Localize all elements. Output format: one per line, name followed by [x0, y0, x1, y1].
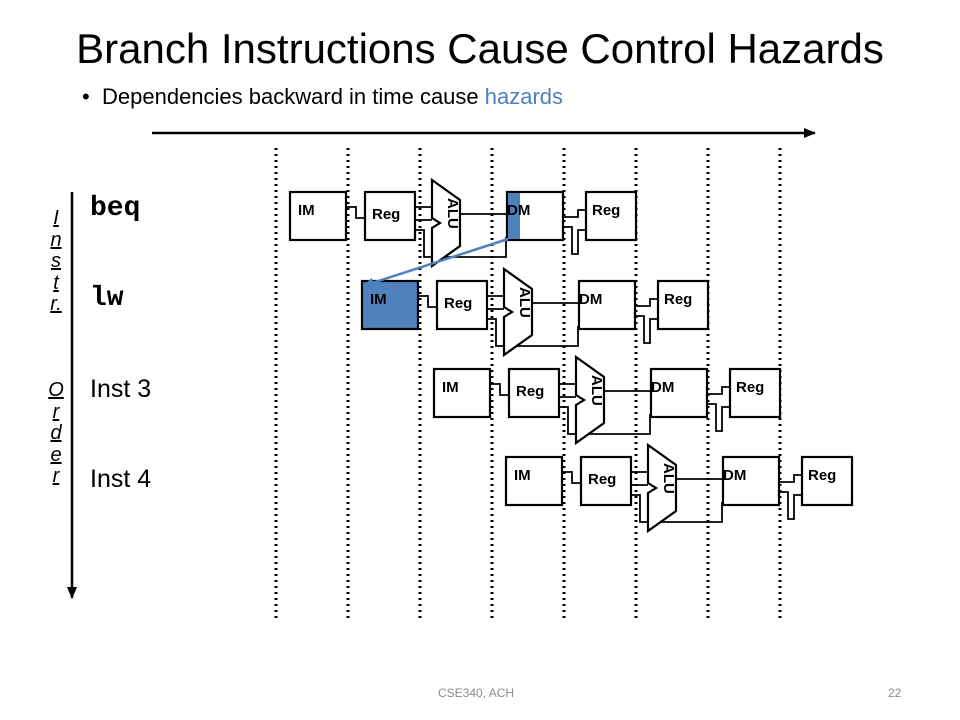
pipeline-row-1: IM Reg ALU DM Reg — [288, 177, 638, 269]
reg-write-stage — [800, 455, 854, 507]
reg-read-stage — [435, 279, 489, 331]
reg-write-stage — [656, 279, 710, 331]
bullet-point: • Dependencies backward in time cause haz… — [82, 82, 564, 112]
reg-read-label: Reg — [444, 295, 472, 312]
im-stage — [432, 367, 492, 419]
bullet-dot-icon: • — [82, 84, 90, 109]
instruction-label-2: lw — [90, 283, 124, 314]
dm-stage — [577, 279, 637, 331]
bullet-text: Dependencies backward in time cause — [102, 84, 485, 109]
dm-read-highlight — [508, 193, 520, 239]
reg-read-label: Reg — [516, 383, 544, 400]
wire-im-reg — [419, 295, 437, 308]
wire-reg-bypass — [487, 318, 579, 347]
im-label: IM — [514, 467, 531, 484]
wire-dm-reg — [707, 386, 730, 395]
reg-read-label: Reg — [372, 206, 400, 223]
reg-write-label: Reg — [808, 467, 836, 484]
im-stage — [504, 455, 564, 507]
dm-label: DM — [651, 379, 674, 396]
reg-write-label: Reg — [592, 202, 620, 219]
wire-dm-reg — [779, 474, 802, 483]
pipeline-row-2: IM Reg ALU DM Reg — [360, 266, 710, 358]
alu-stage — [574, 354, 606, 446]
wire-im-reg — [563, 471, 581, 484]
reg-write-stage — [728, 367, 782, 419]
dm-label: DM — [507, 202, 530, 219]
wire-reg-bypass — [631, 494, 723, 523]
reg-write-label: Reg — [664, 291, 692, 308]
reg-read-label: Reg — [588, 471, 616, 488]
wire-dm-bypass — [707, 403, 730, 432]
reg-read-stage — [363, 190, 417, 242]
reg-write-stage — [584, 190, 638, 242]
alu-label: ALU — [444, 198, 461, 229]
slide-title: Branch Instructions Cause Control Hazard… — [76, 25, 884, 72]
wire-reg-alu — [487, 295, 504, 310]
wire-reg-bypass — [559, 406, 651, 435]
dm-label: DM — [723, 467, 746, 484]
wire-reg-alu — [415, 206, 432, 221]
wire-reg-bypass — [415, 229, 507, 258]
alu-label: ALU — [516, 287, 533, 318]
reg-read-stage — [579, 455, 633, 507]
dm-stage — [649, 367, 709, 419]
wire-reg-alu — [559, 383, 576, 398]
alu-label: ALU — [588, 375, 605, 406]
wire-reg-alu — [631, 471, 648, 486]
wire-dm-bypass — [779, 491, 802, 520]
footer-course: CSE340, ACH — [438, 686, 515, 700]
instruction-label-1: beq — [90, 193, 141, 224]
pipeline-row-4: IM Reg ALU DM Reg — [504, 442, 854, 534]
bullet-highlight: hazards — [484, 84, 564, 109]
pipeline-row-3: IM Reg ALU DM Reg — [432, 354, 782, 446]
wire-dm-reg — [635, 298, 658, 307]
im-stage — [360, 279, 420, 331]
im-label: IM — [370, 291, 387, 308]
wire-im-reg — [491, 383, 509, 396]
reg-write-label: Reg — [736, 379, 764, 396]
dm-stage — [721, 455, 781, 507]
alu-stage — [646, 442, 678, 534]
alu-stage — [502, 266, 534, 358]
page-number: 22 — [888, 686, 902, 700]
dm-label: DM — [579, 291, 602, 308]
im-stage — [288, 190, 348, 242]
instruction-label-4: Inst 4 — [90, 465, 152, 493]
wire-dm-bypass — [635, 315, 658, 344]
wire-dm-reg — [563, 209, 586, 218]
hazard-arrow — [362, 237, 509, 288]
alu-stage — [430, 177, 462, 269]
alu-label: ALU — [660, 463, 677, 494]
im-label: IM — [298, 202, 315, 219]
wire-dm-bypass — [563, 226, 586, 255]
im-label: IM — [442, 379, 459, 396]
wire-im-reg — [347, 206, 365, 219]
reg-read-stage — [507, 367, 561, 419]
instruction-label-3: Inst 3 — [90, 375, 152, 403]
